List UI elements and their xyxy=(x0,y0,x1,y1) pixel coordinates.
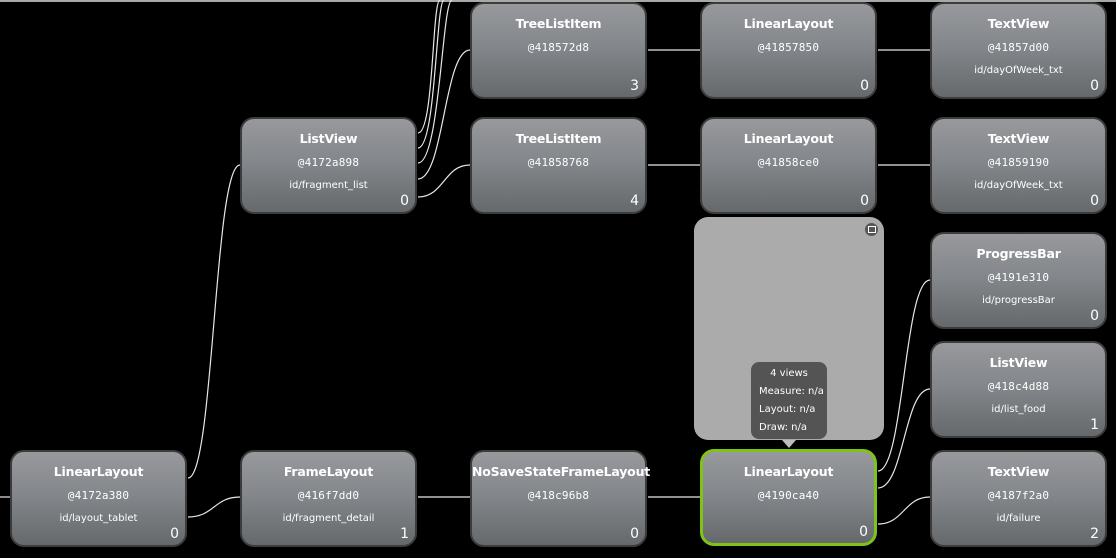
tooltip-pointer xyxy=(782,440,796,448)
edge-root-to-listview xyxy=(187,164,241,479)
node-class-name: TextView xyxy=(987,16,1050,31)
node-class-name: FrameLayout xyxy=(283,464,374,479)
node-view-id: id/fragment_list xyxy=(289,180,368,191)
node-view-id: id/failure xyxy=(996,513,1041,524)
node-hash: @41857d00 xyxy=(987,41,1050,54)
node-child-count: 3 xyxy=(630,78,639,94)
node-class-name: ListView xyxy=(299,131,358,146)
node-textview[interactable]: TextView @41859190 id/dayOfWeek_txt 0 xyxy=(930,117,1107,214)
node-view-id: id/fragment_detail xyxy=(282,513,375,524)
node-hash: @4172a898 xyxy=(297,156,360,169)
node-child-count: 4 xyxy=(630,193,639,209)
node-class-name: TextView xyxy=(987,131,1050,146)
node-hash: @418c96b8 xyxy=(527,489,590,502)
node-hash: @4187f2a0 xyxy=(987,489,1050,502)
node-class-name: NoSaveStateFrameLayout xyxy=(472,464,651,479)
node-textview-failure[interactable]: TextView @4187f2a0 id/failure 2 xyxy=(930,450,1107,547)
node-view-id: id/dayOfWeek_txt xyxy=(974,65,1063,76)
node-nosavestateframelayout[interactable]: NoSaveStateFrameLayout @418c96b8 0 xyxy=(470,450,651,547)
node-class-name: ProgressBar xyxy=(976,246,1061,261)
node-child-count: 1 xyxy=(1090,417,1099,433)
tooltip-view-count: 4 views xyxy=(770,368,808,379)
node-progressbar[interactable]: ProgressBar @4191e310 id/progressBar 0 xyxy=(930,232,1107,329)
node-treelistitem[interactable]: TreeListItem @41858768 4 xyxy=(470,117,647,214)
node-framelayout[interactable]: FrameLayout @416f7dd0 id/fragment_detail… xyxy=(240,450,417,547)
node-view-id: id/progressBar xyxy=(982,295,1055,306)
node-hash: @41858ce0 xyxy=(757,156,820,169)
node-stats-tooltip: 4 views Measure: n/a Layout: n/a Draw: n… xyxy=(751,362,827,439)
node-listview[interactable]: ListView @4172a898 id/fragment_list 0 xyxy=(240,117,417,214)
top-border xyxy=(0,0,1116,2)
node-child-count: 0 xyxy=(170,526,179,542)
node-class-name: LinearLayout xyxy=(743,464,834,479)
node-class-name: LinearLayout xyxy=(53,464,144,479)
node-view-id: id/list_food xyxy=(991,404,1046,415)
node-hash: @41857850 xyxy=(757,41,820,54)
edge-listview-to-treelistitem-2 xyxy=(417,164,471,198)
expand-icon[interactable] xyxy=(865,223,878,236)
node-hash: @4190ca40 xyxy=(757,489,820,502)
node-child-count: 0 xyxy=(1090,308,1099,324)
node-class-name: TreeListItem xyxy=(515,131,602,146)
node-hash: @4172a380 xyxy=(67,489,130,502)
tooltip-draw: Draw: n/a xyxy=(759,422,807,433)
node-class-name: LinearLayout xyxy=(743,131,834,146)
node-class-name: LinearLayout xyxy=(743,16,834,31)
node-child-count: 0 xyxy=(860,78,869,94)
node-hash: @41859190 xyxy=(987,156,1050,169)
node-linearlayout-root[interactable]: LinearLayout @4172a380 id/layout_tablet … xyxy=(10,450,187,547)
node-class-name: TreeListItem xyxy=(515,16,602,31)
edge-listview-offscreen-1 xyxy=(417,0,441,134)
node-class-name: ListView xyxy=(989,355,1048,370)
node-listview[interactable]: ListView @418c4d88 id/list_food 1 xyxy=(930,341,1107,438)
edge-listview-offscreen-2 xyxy=(417,0,445,149)
node-view-id: id/layout_tablet xyxy=(59,513,138,524)
node-class-name: TextView xyxy=(987,464,1050,479)
edge-selected-to-listfood xyxy=(877,388,931,489)
edge-listview-to-treelistitem-1 xyxy=(417,49,471,180)
node-child-count: 0 xyxy=(630,526,639,542)
node-linearlayout[interactable]: LinearLayout @41857850 0 xyxy=(700,2,877,99)
node-hash: @41858768 xyxy=(527,156,590,169)
edge-listview-offscreen-3 xyxy=(417,0,453,164)
tooltip-measure: Measure: n/a xyxy=(759,386,824,397)
node-textview[interactable]: TextView @41857d00 id/dayOfWeek_txt 0 xyxy=(930,2,1107,99)
node-child-count: 2 xyxy=(1090,526,1099,542)
edge-selected-to-failure xyxy=(877,496,931,525)
node-hash: @4191e310 xyxy=(987,271,1050,284)
node-hash: @418c4d88 xyxy=(987,380,1050,393)
node-child-count: 0 xyxy=(1090,78,1099,94)
node-child-count: 0 xyxy=(860,193,869,209)
node-child-count: 1 xyxy=(400,526,409,542)
node-child-count: 0 xyxy=(859,524,868,540)
node-hash: @416f7dd0 xyxy=(297,489,360,502)
node-linearlayout[interactable]: LinearLayout @41858ce0 0 xyxy=(700,117,877,214)
node-child-count: 0 xyxy=(1090,193,1099,209)
node-view-id: id/dayOfWeek_txt xyxy=(974,180,1063,191)
node-hash: @418572d8 xyxy=(527,41,590,54)
edge-root-to-framelayout xyxy=(187,496,241,518)
edge-selected-to-progressbar xyxy=(877,279,931,472)
node-treelistitem[interactable]: TreeListItem @418572d8 3 xyxy=(470,2,647,99)
node-linearlayout-selected[interactable]: LinearLayout @4190ca40 0 xyxy=(700,449,877,546)
tooltip-layout: Layout: n/a xyxy=(759,404,816,415)
node-child-count: 0 xyxy=(400,193,409,209)
